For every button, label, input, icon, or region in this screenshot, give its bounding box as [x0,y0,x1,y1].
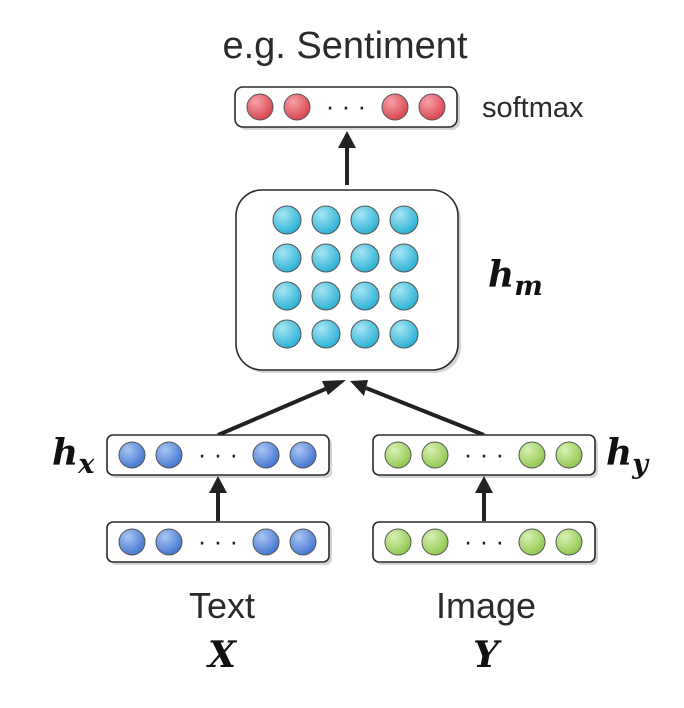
text-input-nodes: · · · [118,526,317,556]
fusion-node-3-4 [389,281,419,311]
hy-sub: y [631,449,650,480]
text-variable: X [206,634,238,676]
hy-layer: · · · [372,434,598,478]
hx-layer: · · · [106,434,332,478]
arrow-fusion-to-softmax [338,131,356,185]
row-hx-node-3 [252,441,280,469]
arrow-image-to-hy [475,476,493,521]
row-x-node-2 [155,528,183,556]
row-y-node-2 [421,528,449,556]
row-x-node-3 [252,528,280,556]
output-title: e.g. Sentiment [222,25,467,67]
arrow-text-to-hx [209,476,227,521]
fusion-node-4-3 [350,319,380,349]
fusion-node-4-2 [311,319,341,349]
fusion-node-1-2 [311,205,341,235]
fusion-node-2-1 [272,243,302,273]
hm-label: hm [488,254,543,302]
row-hy-ellipsis: · · · [464,439,504,469]
row-softmax-node-4 [418,93,446,121]
hm-sub: m [514,271,543,302]
softmax-label: softmax [482,92,584,124]
row-hy-node-1 [384,441,412,469]
hy-label: hy [606,432,650,480]
row-softmax-node-3 [381,93,409,121]
row-x-ellipsis: · · · [198,526,238,556]
image-variable: Y [473,634,502,676]
row-y-ellipsis: · · · [464,526,504,556]
row-hx-node-4 [289,441,317,469]
fusion-node-3-2 [311,281,341,311]
fusion-nodes [272,205,419,349]
hx-base: h [52,432,78,474]
hy-nodes: · · · [384,439,583,469]
fusion-node-4-4 [389,319,419,349]
fusion-node-1-4 [389,205,419,235]
fusion-node-1-1 [272,205,302,235]
row-x-node-1 [118,528,146,556]
text-label: Text [189,585,255,626]
fusion-box [235,189,459,371]
row-y-node-4 [555,528,583,556]
hx-sub: x [77,449,95,480]
row-softmax-ellipsis: · · · [326,91,366,121]
image-input-layer: · · · [372,521,598,565]
text-input-layer: · · · [106,521,332,565]
row-y-node-1 [384,528,412,556]
fusion-node-2-4 [389,243,419,273]
fusion-node-3-1 [272,281,302,311]
row-hy-node-3 [518,441,546,469]
softmax-layer: · · · [234,86,460,130]
fusion-node-3-3 [350,281,380,311]
softmax-nodes: · · · [246,91,446,121]
hx-label: hx [52,432,95,480]
arrow-hx-to-fusion [217,380,346,437]
fusion-layer [235,189,461,373]
image-label: Image [436,585,536,626]
fusion-node-2-2 [311,243,341,273]
row-softmax-node-2 [283,93,311,121]
hx-nodes: · · · [118,439,317,469]
arrow-hy-to-fusion [350,380,485,437]
fusion-node-4-1 [272,319,302,349]
hy-base: h [606,432,632,474]
row-x-node-4 [289,528,317,556]
row-hx-node-2 [155,441,183,469]
fusion-node-1-3 [350,205,380,235]
fusion-node-2-3 [350,243,380,273]
row-hx-node-1 [118,441,146,469]
row-y-node-3 [518,528,546,556]
row-softmax-node-1 [246,93,274,121]
hm-base: h [488,254,514,296]
image-input-nodes: · · · [384,526,583,556]
row-hy-node-4 [555,441,583,469]
row-hy-node-2 [421,441,449,469]
row-hx-ellipsis: · · · [198,439,238,469]
